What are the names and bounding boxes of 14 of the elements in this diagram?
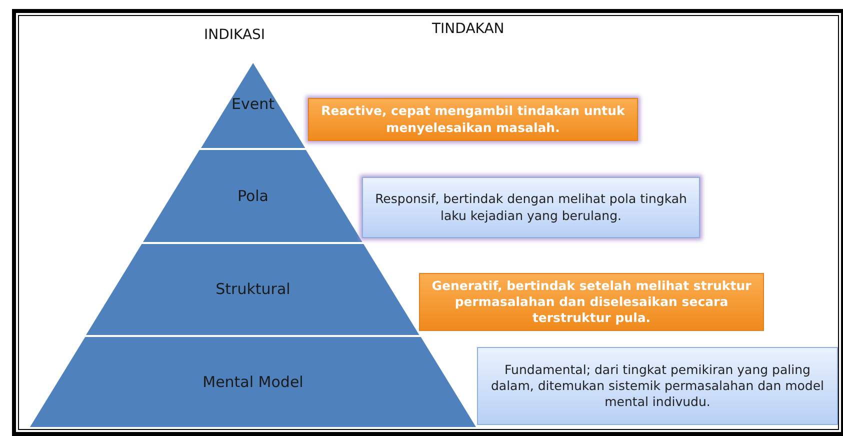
action-box: Responsif, bertindak dengan melihat pola tingkah laku kejadian yang berulang. xyxy=(362,177,700,238)
action-box: Fundamental; dari tingkat pemikiran yang paling dalam, ditemukan sistemik permasalahan dan model mental indivudu. xyxy=(477,347,838,425)
layer-label: Struktural xyxy=(214,280,292,298)
pyramid-layer xyxy=(200,63,306,148)
column-heading: INDIKASI xyxy=(204,27,266,43)
pyramid-layer xyxy=(86,244,420,335)
action-box: Reactive, cepat mengambil tindakan untuk menyelesaikan masalah. xyxy=(308,98,638,141)
layer-label: Mental Model xyxy=(202,373,304,391)
layer-label: Event xyxy=(230,95,276,114)
layer-label: Pola xyxy=(236,186,270,205)
pyramid-layer xyxy=(143,150,363,242)
column-heading: TINDAKAN xyxy=(432,21,504,37)
pyramid-layer xyxy=(30,337,476,427)
action-box: Generatif, bertindak setelah melihat struktur permasalahan dan diselesaikan secara terstruktur pula. xyxy=(419,273,764,331)
